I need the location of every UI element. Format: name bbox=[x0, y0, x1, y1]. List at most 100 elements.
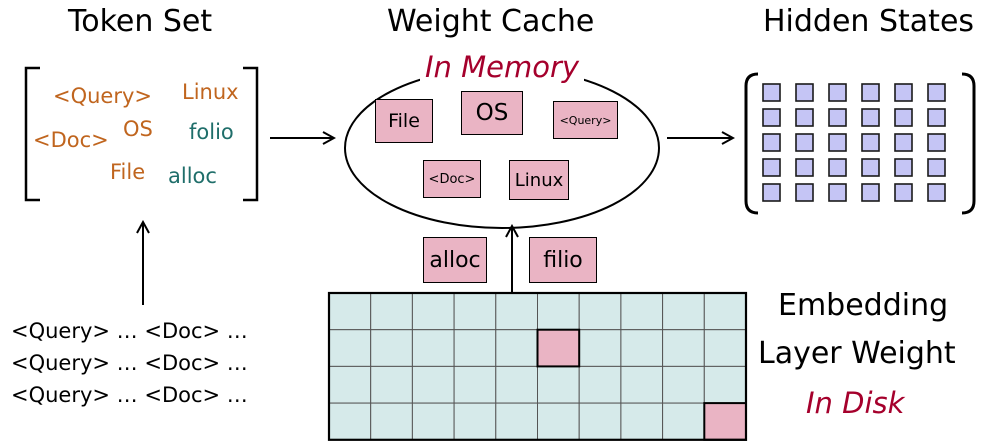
hidden-state-cell bbox=[861, 158, 880, 177]
cache-item-query: <Query> bbox=[553, 101, 618, 139]
hidden-state-cell bbox=[828, 158, 847, 177]
weight-cell-highlight bbox=[536, 328, 581, 368]
weight-cell bbox=[411, 292, 455, 331]
hidden-state-cell bbox=[828, 183, 847, 202]
label-in-disk: In Disk bbox=[806, 386, 905, 420]
hidden-right-bracket bbox=[961, 72, 976, 215]
weight-cell bbox=[328, 329, 372, 367]
embedding-weight-grid bbox=[327, 291, 748, 441]
weight-cell bbox=[328, 365, 372, 404]
hidden-state-cell bbox=[795, 133, 814, 152]
title-layer-weight: Layer Weight bbox=[758, 336, 956, 371]
hidden-states-grid bbox=[762, 83, 946, 202]
hidden-state-cell bbox=[762, 83, 781, 102]
weight-cell bbox=[537, 365, 580, 404]
weight-cell bbox=[411, 402, 455, 441]
hidden-state-cell bbox=[795, 108, 814, 127]
hidden-state-cell bbox=[927, 108, 946, 127]
hidden-state-cell bbox=[861, 183, 880, 202]
weight-cell bbox=[662, 365, 705, 404]
cache-item-linux: Linux bbox=[509, 160, 569, 200]
weight-cell bbox=[453, 329, 497, 367]
weight-cell bbox=[620, 329, 664, 367]
hidden-state-cell bbox=[861, 133, 880, 152]
weight-cell bbox=[578, 329, 622, 367]
hidden-state-cell bbox=[795, 183, 814, 202]
title-token-set: Token Set bbox=[68, 4, 213, 39]
input-line: <Query> … <Doc> … bbox=[11, 383, 248, 407]
weight-cell bbox=[411, 329, 455, 367]
weight-cell bbox=[495, 292, 538, 331]
hidden-state-cell bbox=[762, 133, 781, 152]
token-alloc: alloc bbox=[168, 164, 217, 188]
weight-cell bbox=[370, 402, 413, 441]
hidden-state-cell bbox=[894, 108, 913, 127]
weight-cell bbox=[620, 365, 664, 404]
weight-cell bbox=[495, 402, 538, 441]
weight-cell bbox=[328, 292, 372, 331]
hidden-state-cell bbox=[762, 183, 781, 202]
weight-cell bbox=[662, 402, 705, 441]
weight-cell bbox=[453, 292, 497, 331]
cache-item-file: File bbox=[375, 99, 433, 143]
hidden-state-cell bbox=[894, 133, 913, 152]
hidden-state-cell bbox=[828, 133, 847, 152]
hidden-state-cell bbox=[795, 158, 814, 177]
label-in-memory: In Memory bbox=[420, 50, 585, 84]
weight-cell bbox=[537, 402, 580, 441]
hidden-state-cell bbox=[828, 108, 847, 127]
weight-cell bbox=[495, 365, 538, 404]
weight-cell bbox=[411, 365, 455, 404]
token-os: OS bbox=[123, 117, 153, 141]
weight-cell bbox=[578, 365, 622, 404]
hidden-state-cell bbox=[828, 83, 847, 102]
token-file: File bbox=[110, 160, 146, 184]
hidden-state-cell bbox=[927, 158, 946, 177]
hidden-state-cell bbox=[894, 183, 913, 202]
weight-cell bbox=[703, 292, 747, 331]
input-line: <Query> … <Doc> … bbox=[11, 351, 248, 375]
token-set-right-bracket bbox=[243, 66, 259, 202]
hidden-state-cell bbox=[762, 158, 781, 177]
input-line: <Query> … <Doc> … bbox=[11, 319, 248, 343]
hidden-state-cell bbox=[894, 158, 913, 177]
weight-cell bbox=[328, 402, 372, 441]
weight-cell bbox=[662, 329, 705, 367]
hidden-state-cell bbox=[927, 183, 946, 202]
token-query: <Query> bbox=[53, 84, 153, 108]
weight-cell bbox=[370, 329, 413, 367]
hidden-state-cell bbox=[927, 133, 946, 152]
weight-cell bbox=[537, 292, 580, 331]
hidden-state-cell bbox=[795, 83, 814, 102]
hidden-left-bracket bbox=[744, 72, 759, 215]
weight-cell bbox=[578, 292, 622, 331]
weight-cell bbox=[703, 329, 747, 367]
token-doc: <Doc> bbox=[33, 128, 109, 152]
hidden-state-cell bbox=[762, 108, 781, 127]
weight-grid-border bbox=[327, 291, 748, 441]
weight-cell-highlight bbox=[703, 402, 747, 441]
title-embedding: Embedding bbox=[778, 288, 949, 323]
cache-item-doc: <Doc> bbox=[423, 160, 481, 198]
weight-cell bbox=[662, 292, 705, 331]
weight-cell bbox=[703, 365, 747, 404]
token-linux: Linux bbox=[182, 80, 239, 104]
loading-box-alloc: alloc bbox=[423, 237, 487, 283]
token-folio: folio bbox=[189, 120, 234, 144]
weight-cell bbox=[453, 365, 497, 404]
weight-cell bbox=[370, 292, 413, 331]
token-set-left-bracket bbox=[24, 66, 40, 202]
title-hidden-states: Hidden States bbox=[763, 4, 975, 39]
weight-cell bbox=[370, 365, 413, 404]
weight-cell bbox=[495, 329, 538, 367]
hidden-state-cell bbox=[861, 83, 880, 102]
hidden-state-cell bbox=[894, 83, 913, 102]
cache-item-os: OS bbox=[461, 91, 523, 135]
loading-box-filio: filio bbox=[529, 237, 597, 283]
title-weight-cache: Weight Cache bbox=[387, 4, 595, 39]
hidden-state-cell bbox=[861, 108, 880, 127]
weight-cell bbox=[453, 402, 497, 441]
weight-cell bbox=[578, 402, 622, 441]
weight-cell bbox=[620, 402, 664, 441]
